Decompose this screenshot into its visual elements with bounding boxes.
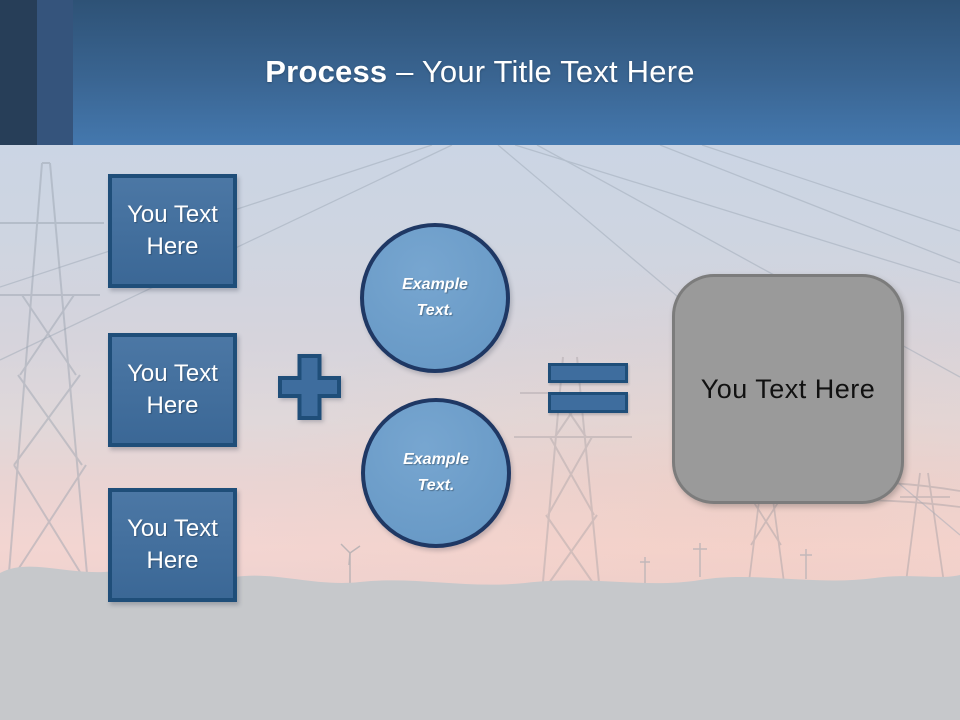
equals-bar-top [548,363,628,383]
slide-title: Process – Your Title Text Here [0,54,960,90]
example-circle-1: Example Text. [360,223,510,373]
input-box-3: You Text Here [108,488,237,602]
example-circle-2: Example Text. [361,398,511,548]
accent-bar-dark [0,0,37,145]
distant-poles [640,543,812,583]
result-box-label: You Text Here [700,373,876,404]
equals-bar-bottom [548,392,628,413]
equals-icon [548,363,628,413]
slide-title-keyword: Process [265,54,388,89]
input-box-1-label: You Text Here [127,201,218,260]
example-circle-1-label: Example Text. [402,276,468,319]
wind-turbine [340,543,361,587]
pylon-left [0,162,104,586]
input-box-2: You Text Here [108,333,237,447]
plus-icon [278,354,341,420]
accent-bar-light [37,0,73,145]
input-box-3-label: You Text Here [127,515,218,574]
treeline-silhouette [0,566,960,720]
example-circle-2-label: Example Text. [403,451,469,494]
slide-title-rest: – Your Title Text Here [396,54,695,89]
input-box-2-label: You Text Here [127,360,218,419]
input-box-1: You Text Here [108,174,237,288]
result-box: You Text Here [672,274,904,504]
header-band: Process – Your Title Text Here [0,0,960,145]
